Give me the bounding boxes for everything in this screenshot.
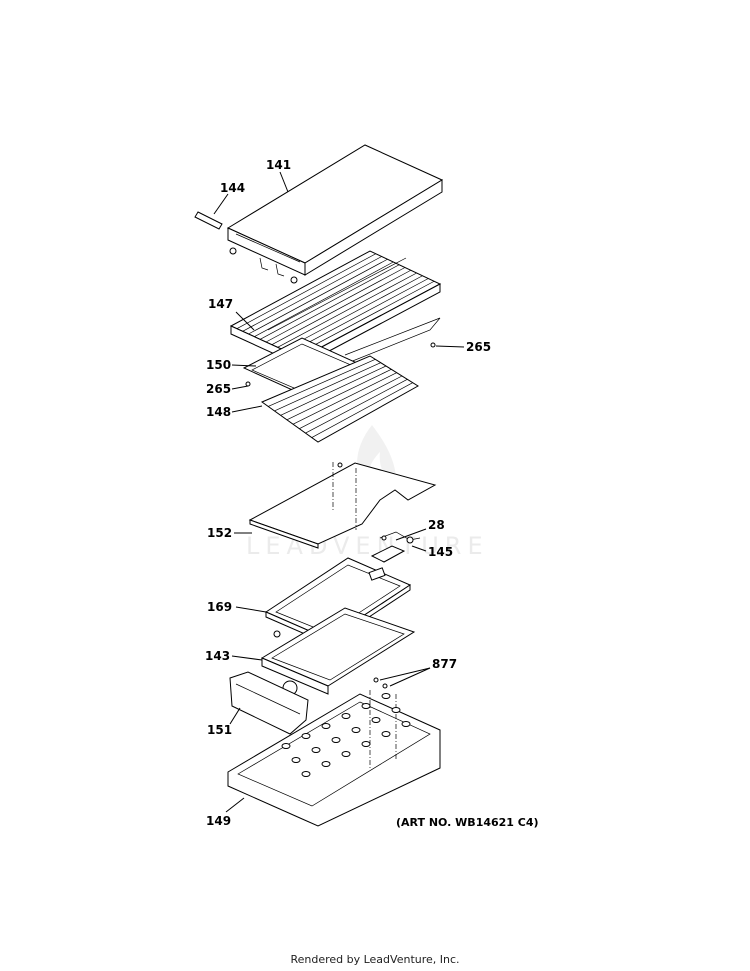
label-141[interactable]: 141 [266,158,292,172]
label-150[interactable]: 150 [206,358,232,372]
label-152[interactable]: 152 [207,526,233,540]
label-149[interactable]: 149 [206,814,232,828]
footer-credit: Rendered by LeadVenture, Inc. [290,953,460,966]
label-144[interactable]: 144 [220,181,246,195]
label-145[interactable]: 145 [428,545,454,559]
label-147[interactable]: 147 [208,297,234,311]
part-149-bottom-box[interactable] [227,690,441,827]
part-141-cover[interactable] [226,144,444,284]
part-147-grate[interactable] [229,250,442,367]
label-151[interactable]: 151 [207,723,233,737]
leader-lines [213,171,465,813]
part-143-burner-pan[interactable] [260,607,416,696]
part-152-tray[interactable] [248,462,437,549]
part-145-igniter[interactable] [370,531,421,563]
label-148[interactable]: 148 [206,405,232,419]
label-265-lower[interactable]: 265 [206,382,232,396]
label-169[interactable]: 169 [207,600,233,614]
label-877[interactable]: 877 [432,657,458,671]
label-28[interactable]: 28 [428,518,445,532]
label-265-upper[interactable]: 265 [466,340,492,354]
part-144-rod[interactable] [194,211,223,230]
part-151-grease-tray[interactable] [229,671,309,735]
part-148-heat-deflector[interactable] [260,355,419,443]
art-number: (ART NO. WB14621 C4) [396,816,539,829]
label-143[interactable]: 143 [205,649,231,663]
